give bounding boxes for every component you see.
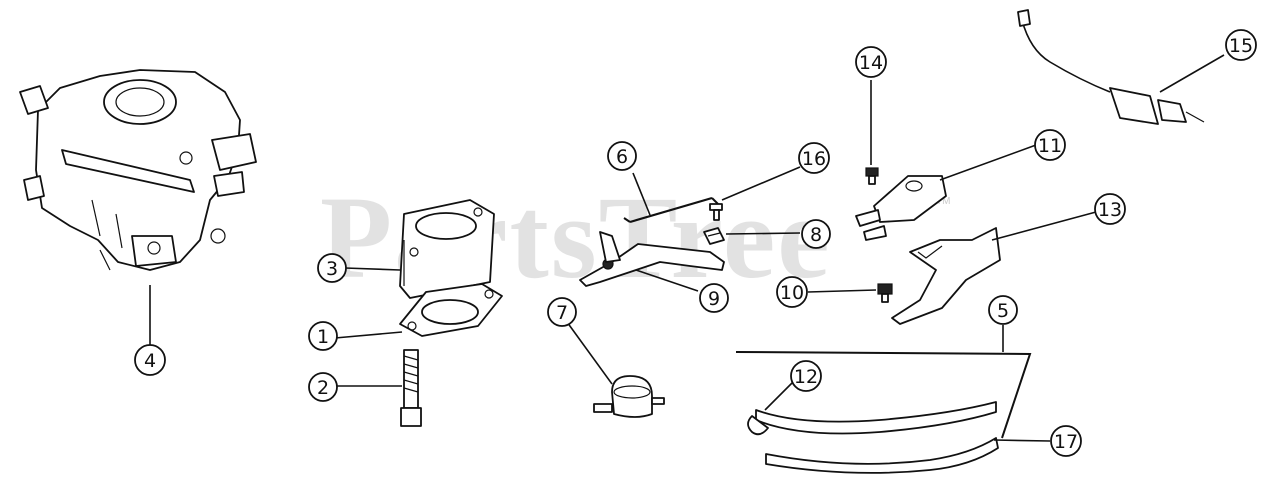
callout-17: 17 xyxy=(1050,425,1082,457)
small-screw-drawing xyxy=(865,167,879,185)
fuel-solenoid-drawing xyxy=(1017,9,1205,125)
watermark-trademark: TM xyxy=(936,196,951,207)
svg-text:8: 8 xyxy=(810,224,822,246)
callout-12: 12 xyxy=(790,360,822,392)
callout-7: 7 xyxy=(547,297,577,327)
svg-text:14: 14 xyxy=(859,52,883,74)
throttle-rod-drawing xyxy=(623,196,719,224)
callout-8: 8 xyxy=(801,219,831,249)
mounting-bracket-drawing xyxy=(891,227,1001,325)
callout-13: 13 xyxy=(1094,193,1126,225)
svg-text:15: 15 xyxy=(1229,35,1253,57)
callout-16: 16 xyxy=(798,142,830,174)
callout-11: 11 xyxy=(1034,129,1066,161)
callout-4: 4 xyxy=(134,344,166,376)
spacer-block-drawing xyxy=(399,199,495,299)
leader-lines xyxy=(149,54,1225,442)
fuel-filter-drawing xyxy=(593,375,665,418)
clip-drawing xyxy=(703,227,725,245)
svg-text:16: 16 xyxy=(802,148,826,170)
svg-text:17: 17 xyxy=(1054,431,1078,453)
callouts: 1 2 3 4 5 6 7 8 9 10 11 12 13 14 15 16 1… xyxy=(134,29,1257,457)
callout-1: 1 xyxy=(308,321,338,351)
callout-2: 2 xyxy=(308,372,338,402)
bolt-drawing xyxy=(877,283,893,303)
svg-text:4: 4 xyxy=(144,350,156,372)
screw-drawing xyxy=(709,203,723,221)
svg-text:3: 3 xyxy=(326,258,338,280)
svg-text:12: 12 xyxy=(794,366,818,388)
carburetor-drawing xyxy=(19,69,257,271)
fuel-pump-drawing xyxy=(855,175,947,241)
svg-text:6: 6 xyxy=(616,146,628,168)
svg-text:2: 2 xyxy=(317,377,329,399)
svg-text:11: 11 xyxy=(1038,135,1062,157)
callout-15: 15 xyxy=(1225,29,1257,61)
callout-14: 14 xyxy=(855,46,887,78)
svg-text:7: 7 xyxy=(556,302,568,324)
callout-6: 6 xyxy=(607,141,637,171)
callout-9: 9 xyxy=(699,283,729,313)
svg-text:10: 10 xyxy=(780,282,804,304)
fuel-line-drawing xyxy=(735,351,1032,474)
gasket-drawing xyxy=(399,283,503,337)
callout-5: 5 xyxy=(988,295,1018,325)
svg-text:5: 5 xyxy=(997,300,1009,322)
stud-drawing xyxy=(400,349,422,427)
callout-10: 10 xyxy=(776,276,808,308)
svg-text:9: 9 xyxy=(708,288,720,310)
throttle-bracket-drawing xyxy=(579,231,725,287)
callout-3: 3 xyxy=(317,253,347,283)
svg-text:13: 13 xyxy=(1098,199,1122,221)
svg-text:1: 1 xyxy=(317,326,329,348)
